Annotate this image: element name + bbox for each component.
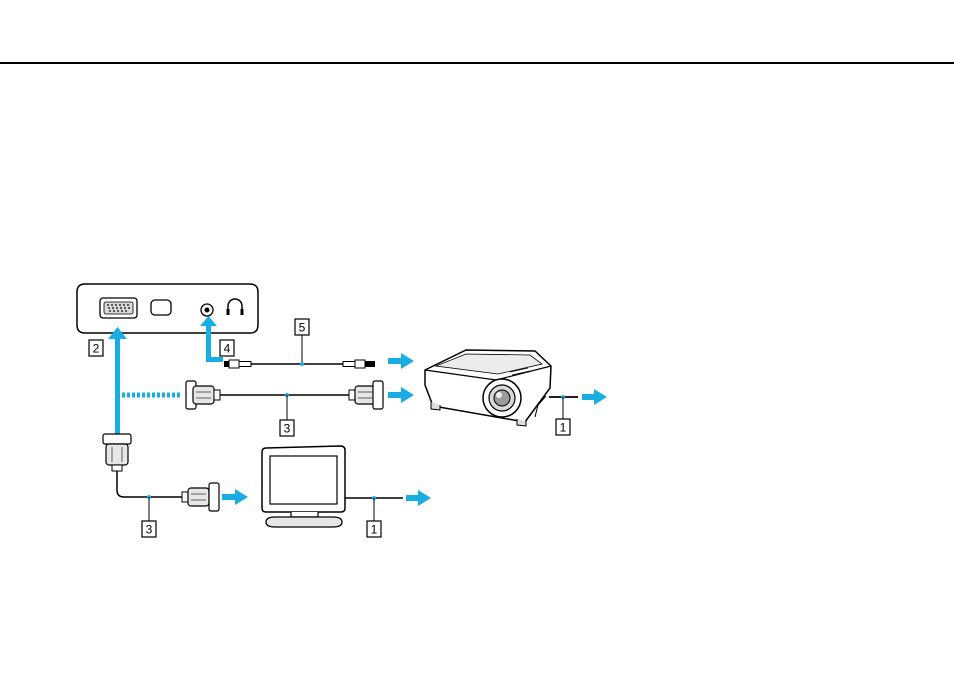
arrow-audio-to-projector bbox=[388, 353, 414, 369]
power-cord-icon bbox=[345, 496, 403, 521]
callout-headphone-jack: 4 bbox=[220, 340, 234, 356]
callout-power-monitor-label: 1 bbox=[371, 523, 378, 537]
callout-vga-port: 2 bbox=[89, 340, 103, 356]
vga-cable-projector bbox=[186, 381, 383, 420]
callout-audio-cable: 5 bbox=[295, 319, 309, 335]
power-cord-icon bbox=[549, 395, 578, 419]
callout-vga-cable-projector: 3 bbox=[280, 420, 294, 436]
vga-port-icon bbox=[100, 298, 137, 318]
projector-icon bbox=[425, 350, 551, 426]
vga-connector-icon bbox=[186, 381, 220, 409]
headphone-icon bbox=[227, 299, 244, 315]
arrow-vga-to-monitor bbox=[222, 489, 248, 505]
vga-connector-icon bbox=[103, 434, 131, 471]
callout-vga-cable-monitor: 3 bbox=[142, 521, 156, 537]
vga-cable-monitor bbox=[103, 434, 219, 521]
audio-plug-icon bbox=[224, 360, 251, 368]
callout-power-projector: 1 bbox=[556, 419, 570, 435]
arrow-monitor-power bbox=[406, 490, 431, 506]
audio-plug-icon bbox=[343, 360, 375, 368]
callout-power-monitor: 1 bbox=[367, 521, 381, 537]
callout-vga-port-label: 2 bbox=[93, 342, 100, 356]
callout-audio-cable-label: 5 bbox=[299, 321, 306, 335]
arrow-projector-power bbox=[582, 389, 607, 405]
vga-connection-line bbox=[108, 327, 127, 438]
vga-connector-icon bbox=[349, 381, 383, 409]
callout-headphone-jack-label: 4 bbox=[224, 342, 231, 356]
callout-vga-cable-monitor-label: 3 bbox=[146, 523, 153, 537]
port-panel bbox=[77, 284, 258, 333]
callout-vga-cable-projector-label: 3 bbox=[284, 422, 291, 436]
audio-jack-icon bbox=[201, 304, 213, 316]
audio-cable bbox=[224, 334, 375, 368]
vga-connector-icon bbox=[182, 483, 219, 511]
display-port-icon bbox=[151, 300, 171, 315]
monitor-icon bbox=[262, 446, 345, 527]
callout-power-projector-label: 1 bbox=[560, 421, 567, 435]
arrow-vga-to-projector bbox=[388, 387, 414, 403]
